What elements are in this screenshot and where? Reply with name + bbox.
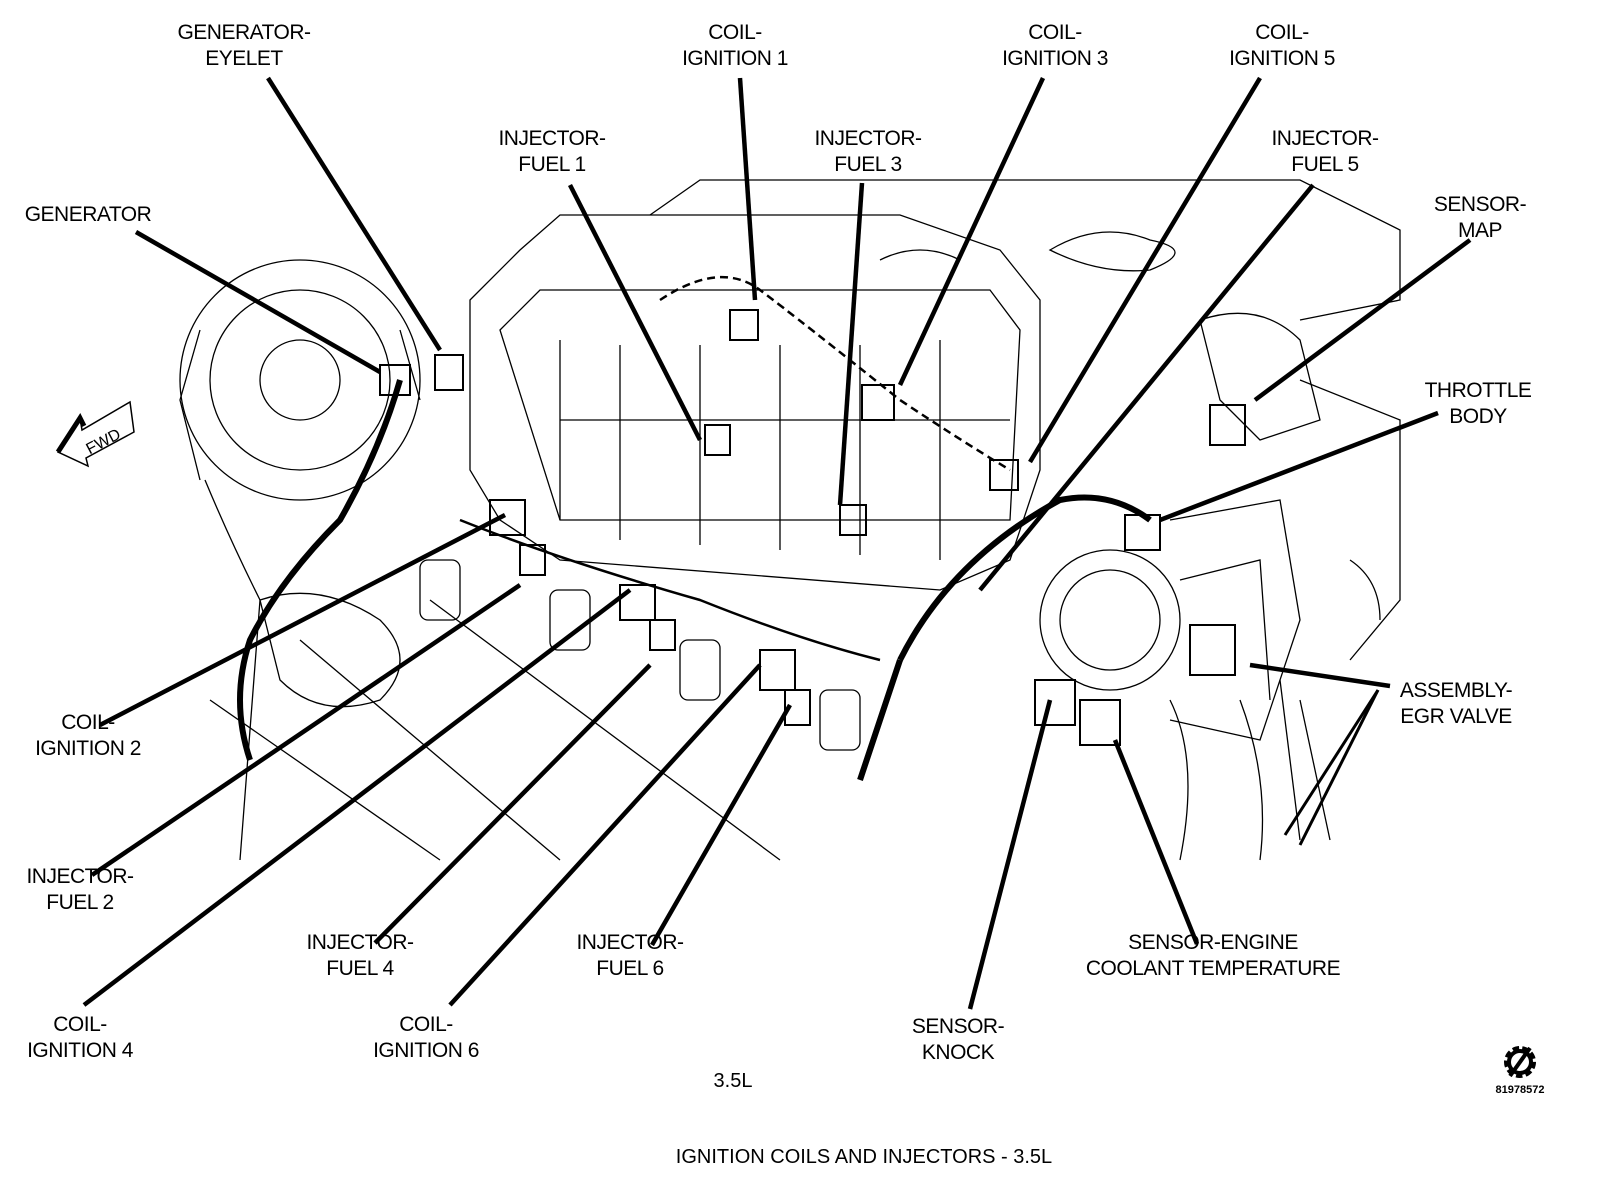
label-line: IGNITION 3 xyxy=(1002,47,1108,70)
leader-coil-ignition-6 xyxy=(448,663,762,1007)
coil-packs xyxy=(419,559,861,751)
label-line: INJECTOR- xyxy=(498,127,606,150)
label-sensor-map: SENSOR- MAP xyxy=(1433,192,1527,244)
label-line: INJECTOR- xyxy=(26,865,134,888)
label-line: EYELET xyxy=(205,47,283,70)
label-line: IGNITION 5 xyxy=(1229,47,1335,70)
leader-coil-ignition-4 xyxy=(82,588,632,1007)
leader-lines xyxy=(82,76,1472,1010)
label-coil-ignition-6: COIL- IGNITION 6 xyxy=(373,1012,479,1064)
label-generator: GENERATOR xyxy=(25,202,152,228)
leader-generator xyxy=(134,230,382,374)
leader-sensor-map xyxy=(1253,238,1472,402)
engine-label: 3.5L xyxy=(713,1070,753,1092)
label-line: COIL- xyxy=(399,1013,453,1036)
gear-slash-logo-icon xyxy=(1504,1046,1536,1078)
label-sensor-knock: SENSOR- KNOCK xyxy=(911,1014,1005,1066)
label-injector-fuel-3: INJECTOR- FUEL 3 xyxy=(814,126,922,178)
leader-injector-fuel-1 xyxy=(567,183,703,442)
engine-linework xyxy=(179,179,1401,861)
diagram-title: IGNITION COILS AND INJECTORS - 3.5L xyxy=(675,1146,1053,1168)
wiring-harness-left xyxy=(237,379,403,761)
label-line: FUEL 4 xyxy=(326,957,394,980)
label-line: COIL- xyxy=(1028,21,1082,44)
label-coil-ignition-1: COIL- IGNITION 1 xyxy=(682,20,788,72)
label-line: COIL- xyxy=(1255,21,1309,44)
label-coil-ignition-4: COIL- IGNITION 4 xyxy=(27,1012,133,1064)
label-injector-fuel-4: INJECTOR- FUEL 4 xyxy=(306,930,414,982)
label-line: MAP xyxy=(1457,219,1503,242)
leader-injector-fuel-4 xyxy=(373,663,652,945)
label-line: FUEL 1 xyxy=(518,153,586,176)
leader-assembly-egr-valve-2 xyxy=(1283,689,1380,836)
label-line: COIL- xyxy=(61,711,115,734)
label-line: INJECTOR- xyxy=(306,931,414,954)
label-line: IGNITION 2 xyxy=(35,737,141,760)
label-line: COIL- xyxy=(708,21,762,44)
leader-injector-fuel-6 xyxy=(650,703,792,947)
label-line: GENERATOR xyxy=(24,203,152,226)
label-injector-fuel-5: INJECTOR- FUEL 5 xyxy=(1271,126,1379,178)
leader-assembly-egr-valve-3 xyxy=(1298,689,1380,846)
label-line: FUEL 2 xyxy=(46,891,114,914)
label-line: SENSOR- xyxy=(911,1015,1005,1038)
label-coil-ignition-3: COIL- IGNITION 3 xyxy=(1002,20,1108,72)
throttle-body-shape xyxy=(1039,549,1181,691)
label-coil-ignition-2: COIL- IGNITION 2 xyxy=(35,710,141,762)
label-line: ASSEMBLY- xyxy=(1399,679,1513,702)
label-line: INJECTOR- xyxy=(1271,127,1379,150)
label-line: SENSOR-ENGINE xyxy=(1128,931,1298,954)
label-line: IGNITION 6 xyxy=(373,1039,479,1062)
leader-throttle-body xyxy=(1159,410,1439,523)
generator-body xyxy=(179,259,421,501)
label-line: FUEL 6 xyxy=(596,957,664,980)
label-line: SENSOR- xyxy=(1433,193,1527,216)
label-generator-eyelet: GENERATOR- EYELET xyxy=(177,20,311,72)
leader-coil-ignition-2 xyxy=(98,513,507,727)
label-throttle-body: THROTTLE BODY xyxy=(1425,378,1532,430)
label-line: IGNITION 1 xyxy=(682,47,788,70)
label-line: COOLANT TEMPERATURE xyxy=(1085,957,1341,980)
leader-coil-ignition-3 xyxy=(897,77,1046,386)
label-assembly-egr-valve: ASSEMBLY- EGR VALVE xyxy=(1399,678,1513,730)
label-line: FUEL 5 xyxy=(1291,153,1359,176)
label-line: THROTTLE xyxy=(1424,379,1532,402)
leader-assembly-egr-valve xyxy=(1249,662,1391,689)
label-line: COIL- xyxy=(53,1013,107,1036)
leader-generator-eyelet xyxy=(266,76,442,352)
leader-coil-ignition-5 xyxy=(1028,76,1262,464)
label-line: GENERATOR- xyxy=(177,21,311,44)
label-injector-fuel-6: INJECTOR- FUEL 6 xyxy=(576,930,684,982)
label-line: IGNITION 4 xyxy=(27,1039,133,1062)
connectors xyxy=(379,309,1246,746)
leader-sensor-knock xyxy=(967,699,1053,1010)
wiring-harness-right xyxy=(897,494,1152,662)
label-coil-ignition-5: COIL- IGNITION 5 xyxy=(1229,20,1335,72)
label-line: FUEL 3 xyxy=(834,153,902,176)
label-injector-fuel-1: INJECTOR- FUEL 1 xyxy=(498,126,606,178)
label-line: INJECTOR- xyxy=(576,931,684,954)
label-line: EGR VALVE xyxy=(1400,705,1512,728)
label-line: BODY xyxy=(1449,405,1507,428)
document-number: 81978572 xyxy=(1495,1084,1545,1096)
leader-sensor-engine-coolant-temperature xyxy=(1112,739,1200,945)
leader-injector-fuel-3 xyxy=(837,182,865,506)
label-injector-fuel-2: INJECTOR- FUEL 2 xyxy=(26,864,134,916)
leader-injector-fuel-2 xyxy=(90,583,522,877)
label-line: KNOCK xyxy=(921,1041,995,1064)
leader-coil-ignition-1 xyxy=(737,77,758,301)
leader-injector-fuel-5 xyxy=(978,183,1315,592)
label-line: INJECTOR- xyxy=(814,127,922,150)
oil-cap xyxy=(259,592,401,708)
fwd-arrow-icon: FWD xyxy=(55,400,135,468)
label-sensor-engine-coolant-temperature: SENSOR-ENGINE COOLANT TEMPERATURE xyxy=(1085,930,1341,982)
